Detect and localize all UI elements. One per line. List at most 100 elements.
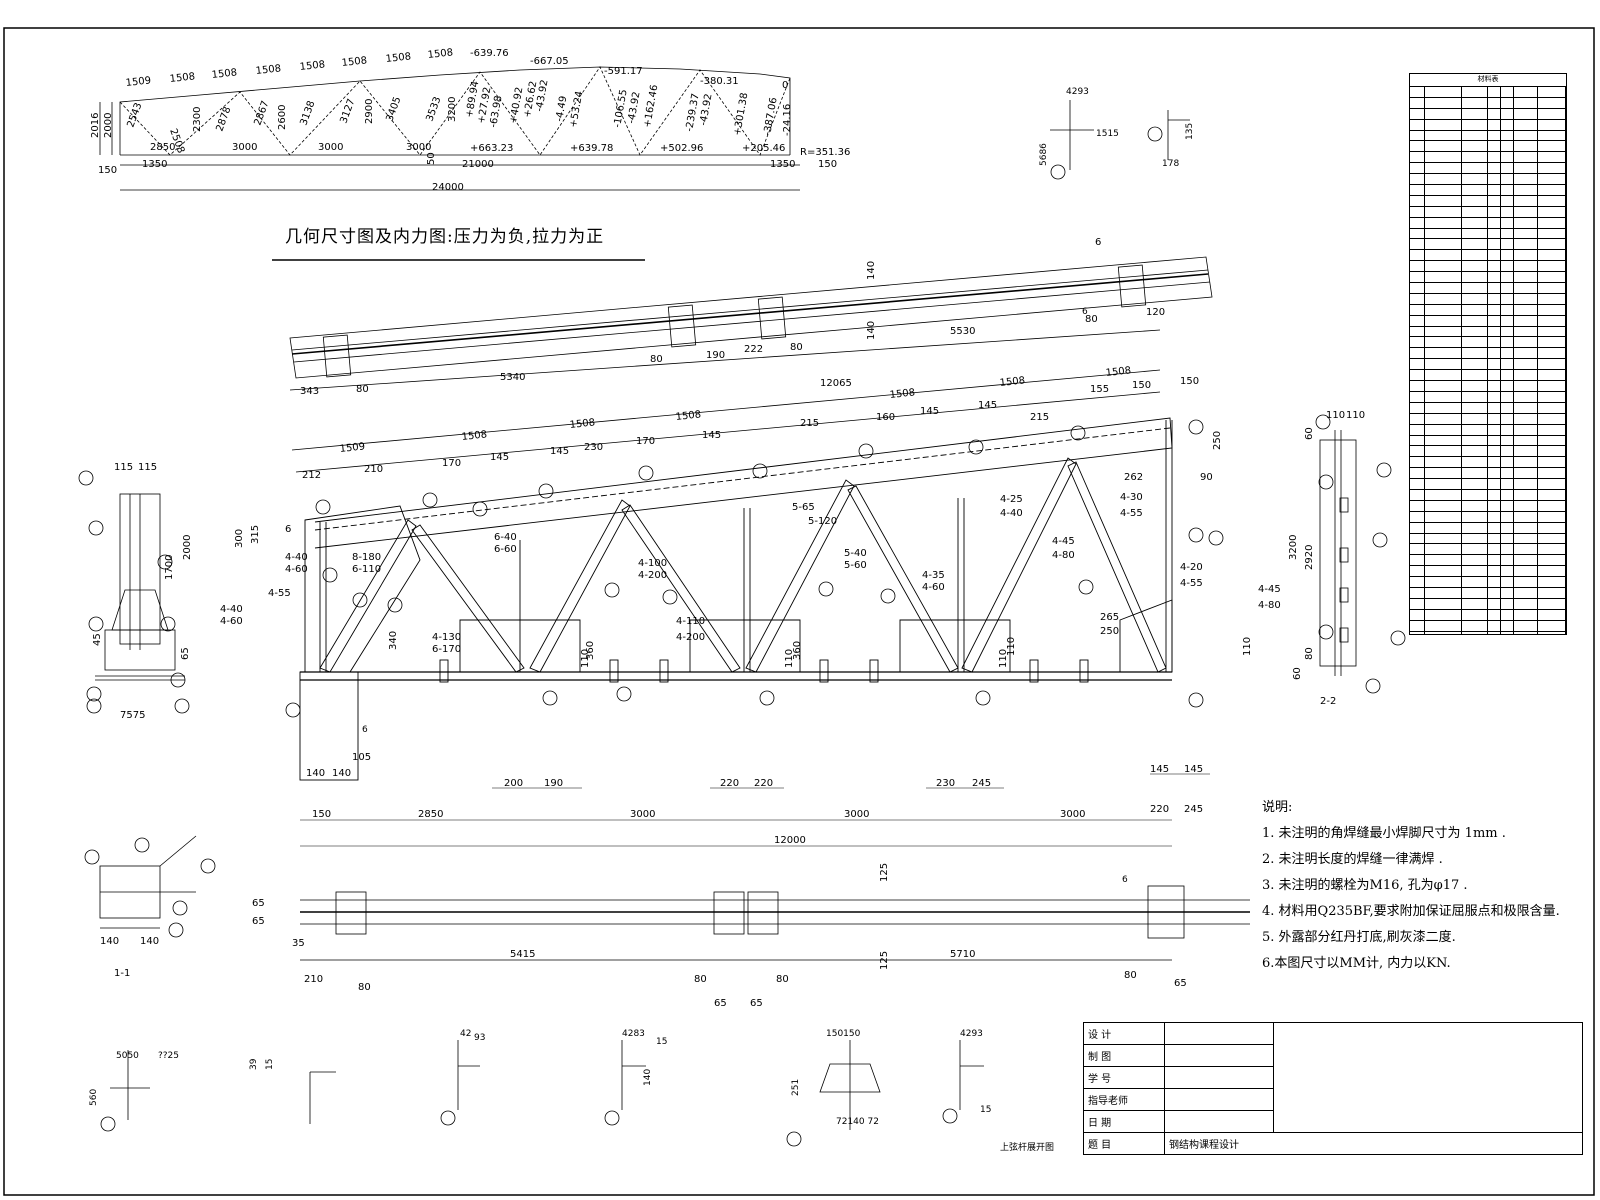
material-cell	[1514, 511, 1538, 522]
material-row	[1410, 174, 1566, 186]
material-cell	[1410, 468, 1425, 479]
material-cell	[1410, 370, 1425, 381]
material-cell	[1538, 97, 1566, 108]
material-cell	[1425, 272, 1463, 283]
material-cell	[1425, 315, 1463, 326]
plan-dim-2: 65	[252, 916, 265, 927]
tb-date: 日 期	[1083, 1110, 1165, 1133]
node-label-12: 251	[791, 1079, 801, 1096]
material-cell	[1425, 489, 1463, 500]
bottom-dim-220: 220	[1150, 804, 1169, 815]
material-cell	[1410, 359, 1425, 370]
material-cell	[1488, 555, 1502, 566]
section-2-2-title: 2-2	[1320, 696, 1336, 707]
material-cell	[1410, 315, 1425, 326]
panel-top-5: 1508	[889, 387, 915, 401]
material-cell	[1501, 283, 1514, 293]
sec22-dim-3: 60	[1304, 427, 1315, 440]
material-cell	[1425, 500, 1463, 511]
material-cell	[1410, 304, 1425, 315]
material-cell	[1462, 119, 1489, 130]
material-cell	[1488, 228, 1502, 239]
material-cell	[1425, 130, 1463, 141]
overall-dim-4: 21000	[462, 159, 494, 170]
material-cell	[1462, 370, 1489, 381]
material-cell	[1410, 479, 1425, 489]
section-1-1-detail	[84, 835, 216, 938]
top-chord-plan-labels: 343 80 5340 80 190 222 80 12065 5530 80 …	[300, 261, 1165, 397]
panel-dim-4: 145	[490, 452, 509, 463]
material-cell	[1462, 631, 1489, 634]
material-row	[1410, 381, 1566, 392]
material-cell	[1425, 468, 1463, 479]
material-cell	[1425, 566, 1463, 577]
weld-label-4: 4-60	[285, 564, 308, 575]
material-cell	[1425, 185, 1463, 195]
material-cell	[1514, 152, 1538, 163]
weld-label-34: 265	[1100, 612, 1119, 623]
node-label-23: 6	[362, 725, 368, 735]
splice-dim-2: 190	[544, 778, 563, 789]
top-force-1: -639.76	[470, 48, 509, 59]
bottom-dim-1: 2850	[150, 142, 175, 153]
web-force-8: +53.24	[568, 90, 585, 128]
plan-dim-5: 125	[879, 863, 890, 882]
web-len-10: 3405	[384, 95, 403, 123]
material-cell	[1462, 206, 1489, 217]
bottom-force-3: +502.96	[660, 143, 703, 154]
material-row	[1410, 468, 1566, 480]
material-cell	[1425, 152, 1463, 163]
weld-label-27: 4-80	[1052, 550, 1075, 561]
material-cell	[1410, 174, 1425, 185]
material-cell	[1425, 544, 1463, 555]
material-cell	[1410, 283, 1425, 293]
material-row	[1410, 304, 1566, 316]
material-cell	[1538, 337, 1566, 348]
material-cell	[1410, 381, 1425, 391]
truss-weld-labels: 6 6 4-40 4-60 4-55 8-180 6-110 4-130 6-1…	[220, 237, 1281, 668]
node-label-6: 4293	[1066, 87, 1089, 97]
material-cell	[1410, 511, 1425, 522]
panel-dim-8: 145	[702, 430, 721, 441]
weld-label-7: 6-110	[352, 564, 381, 575]
material-cell	[1462, 381, 1489, 391]
weld-label-5: 4-55	[268, 588, 291, 599]
splice-dim-4: 220	[754, 778, 773, 789]
sec22-dim-6: 80	[1304, 647, 1315, 660]
material-cell	[1488, 446, 1502, 457]
material-cell	[1410, 130, 1425, 141]
material-cell	[1462, 217, 1489, 228]
material-row	[1410, 163, 1566, 175]
material-cell	[1488, 293, 1502, 304]
material-cell	[1410, 326, 1425, 337]
material-cell	[1462, 489, 1489, 500]
panel-top-6: 1508	[999, 375, 1025, 389]
material-cell	[1538, 119, 1566, 130]
material-cell	[1410, 620, 1425, 631]
tb-student: 学 号	[1083, 1066, 1165, 1089]
material-cell	[1538, 163, 1566, 174]
material-cell	[1514, 272, 1538, 283]
panel-dim-15: 150	[1132, 380, 1151, 391]
material-cell	[1501, 293, 1514, 304]
sec22-dim-7: 60	[1292, 667, 1303, 680]
weld-label-15: 4-200	[638, 570, 667, 581]
material-cell	[1538, 566, 1566, 577]
material-cell	[1425, 370, 1463, 381]
material-table-title: 材料表	[1410, 74, 1566, 87]
material-cell	[1425, 413, 1463, 424]
material-cell	[1462, 283, 1489, 293]
base-dim-1: 140	[306, 768, 325, 779]
material-cell	[1462, 326, 1489, 337]
material-cell	[1425, 446, 1463, 457]
material-cell	[1425, 174, 1463, 185]
material-cell	[1488, 511, 1502, 522]
splice-dim-3: 220	[720, 778, 739, 789]
left-height-2: 2000	[103, 113, 114, 138]
material-cell	[1514, 250, 1538, 261]
tb-cell	[1164, 1044, 1274, 1067]
material-row	[1410, 152, 1566, 164]
chord-plan-caption: 上弦杆展开图	[1000, 1141, 1054, 1153]
material-cell	[1410, 108, 1425, 119]
material-cell	[1514, 119, 1538, 130]
